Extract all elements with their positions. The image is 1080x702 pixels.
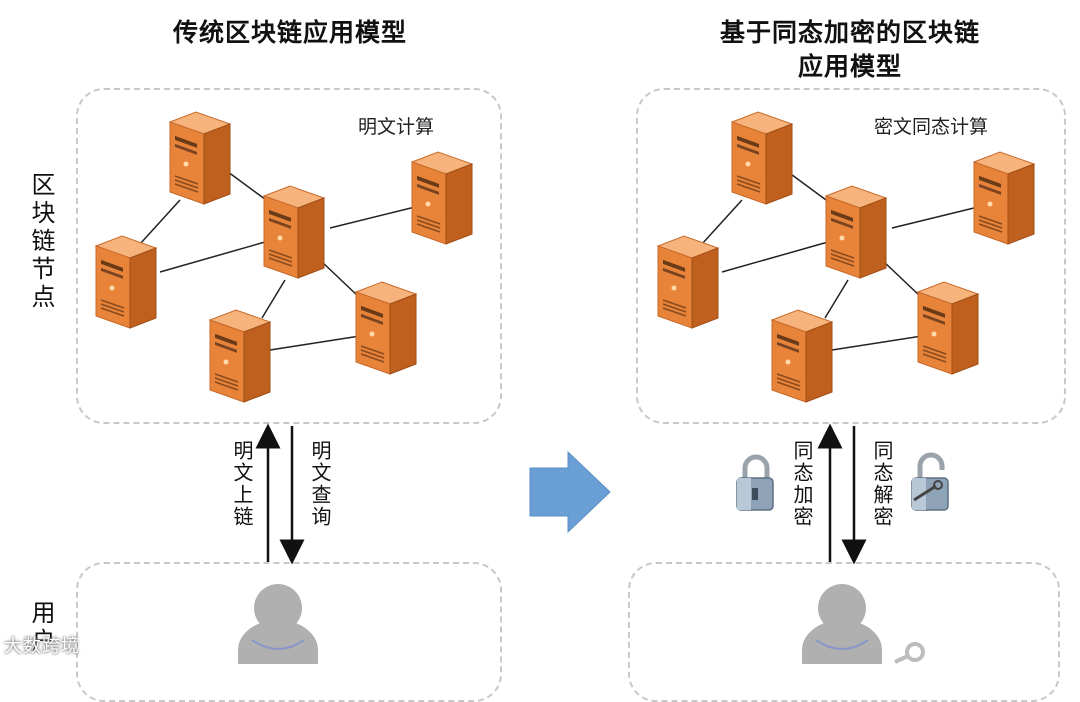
- server-icon: [825, 185, 887, 279]
- server-icon: [263, 185, 325, 279]
- diagram-canvas: [95, 111, 1035, 664]
- right-decrypt-label: 同态解密: [870, 440, 894, 528]
- left-panel-label: 明文计算: [358, 116, 435, 138]
- right-servers: [657, 111, 1035, 403]
- padlock-closed-icon: [736, 454, 774, 511]
- left-upload-label: 明文上链: [230, 440, 254, 528]
- user-avatar-icon: [238, 584, 318, 664]
- server-icon: [771, 309, 833, 403]
- transition-arrow-icon: [529, 450, 611, 534]
- server-icon: [209, 309, 271, 403]
- left-servers: [95, 111, 473, 403]
- padlock-open-icon: [911, 452, 949, 511]
- key-icon: [894, 642, 925, 664]
- left-node-panel: [76, 88, 502, 424]
- right-title-line1: 基于同态加密的区块链: [719, 18, 980, 47]
- user-avatar-icon: [802, 584, 882, 664]
- right-title: 基于同态加密的区块链 应用模型: [650, 16, 1050, 84]
- left-query-label: 明文查询: [308, 440, 332, 528]
- blockchain-nodes-label: 区块链节点: [27, 172, 55, 312]
- server-icon: [731, 111, 793, 205]
- right-encrypt-label: 同态加密: [790, 440, 814, 528]
- right-title-line2: 应用模型: [797, 52, 902, 81]
- server-icon: [973, 151, 1035, 245]
- server-icon: [95, 235, 157, 329]
- right-panel-label: 密文同态计算: [874, 116, 989, 138]
- server-icon: [355, 281, 417, 375]
- right-node-panel: [636, 88, 1066, 424]
- left-title: 传统区块链应用模型: [172, 18, 407, 47]
- server-icon: [657, 235, 719, 329]
- user-label: 用户: [27, 600, 55, 656]
- server-icon: [917, 281, 979, 375]
- server-icon: [411, 151, 473, 245]
- watermark: 大数跨境: [4, 636, 80, 657]
- server-icon: [169, 111, 231, 205]
